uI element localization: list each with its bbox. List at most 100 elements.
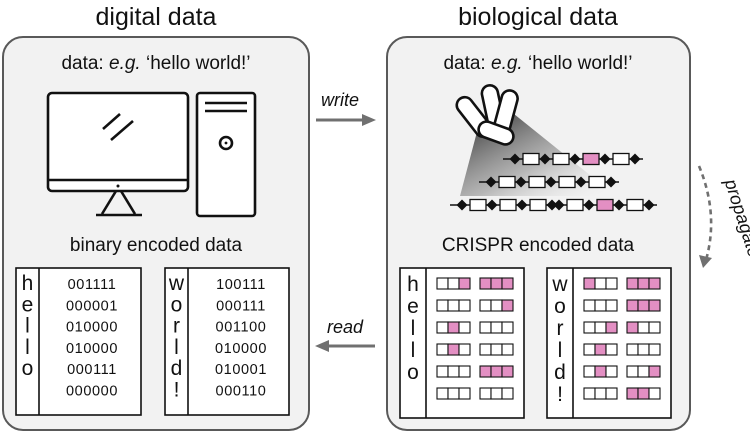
letter-cell: l xyxy=(25,336,30,359)
spacer-off xyxy=(594,321,607,334)
binary-tables-frames xyxy=(15,267,290,416)
letter-cell: o xyxy=(554,295,566,318)
spacer-off xyxy=(436,299,449,312)
biological-data-heading: biological data xyxy=(458,3,618,31)
letter-cell: r xyxy=(173,315,180,338)
spacer-off xyxy=(501,387,514,400)
spacer-off xyxy=(626,343,639,356)
spacer-on xyxy=(594,365,607,378)
letter-cell: l xyxy=(25,315,30,338)
spacer-off xyxy=(648,321,661,334)
spacer-off xyxy=(605,365,618,378)
spacer-white xyxy=(469,198,487,212)
read-label: read xyxy=(327,317,364,337)
repeat-diamond xyxy=(456,199,468,211)
spacer-on xyxy=(626,321,639,334)
spacer-off xyxy=(479,321,492,334)
spacer-on xyxy=(637,277,650,290)
spacer-on xyxy=(501,365,514,378)
spacer-off xyxy=(605,277,618,290)
spacer-off xyxy=(605,387,618,400)
binary-encoded-label: binary encoded data xyxy=(70,235,243,256)
letter-cell: o xyxy=(171,293,183,316)
binary-tables: hello00111100000101000001000000011100000… xyxy=(22,268,267,415)
repeat-diamond xyxy=(553,199,565,211)
spacer-off xyxy=(458,365,471,378)
spacer-white xyxy=(522,152,540,166)
spacer-off xyxy=(605,343,618,356)
spacer-off xyxy=(447,277,460,290)
spacer-on xyxy=(583,277,596,290)
spacer-on xyxy=(490,365,503,378)
letter-cell: o xyxy=(407,361,419,384)
repeat-diamond xyxy=(599,153,611,165)
spacer-on xyxy=(626,387,639,400)
letter-cell: h xyxy=(22,272,34,295)
crispr-bit-row xyxy=(436,387,514,400)
crispr-array-icon xyxy=(450,152,657,212)
binary-code-cell: 010000 xyxy=(215,341,267,357)
spacer-off xyxy=(458,299,471,312)
letter-cell: l xyxy=(411,339,416,362)
spacer-on xyxy=(648,277,661,290)
repeat-diamond xyxy=(569,153,581,165)
binary-code-cell: 000111 xyxy=(216,298,266,314)
spacer-on xyxy=(605,321,618,334)
spacer-white xyxy=(566,198,584,212)
biological-data-example: data: e.g. ‘hello world!’ xyxy=(443,53,632,74)
repeat-diamond xyxy=(643,199,655,211)
spacer-off xyxy=(583,299,596,312)
binary-code-cell: 001111 xyxy=(68,277,117,293)
spacer-off xyxy=(648,343,661,356)
crispr-bit-row xyxy=(583,387,661,400)
letter-cell: ! xyxy=(174,379,180,402)
spacer-off xyxy=(490,321,503,334)
spacer-off xyxy=(447,299,460,312)
letter-cell: w xyxy=(168,272,185,295)
letter-cell: w xyxy=(551,273,568,296)
spacer-white xyxy=(588,175,606,189)
spacer-white xyxy=(626,198,644,212)
spacer-off xyxy=(458,343,471,356)
crispr-bit-row xyxy=(583,299,661,312)
spacer-off xyxy=(436,387,449,400)
spacer-off xyxy=(479,343,492,356)
spacer-off xyxy=(583,343,596,356)
spacer-white xyxy=(528,175,546,189)
spacer-off xyxy=(436,321,449,334)
repeat-diamond xyxy=(629,153,641,165)
spacer-on xyxy=(501,277,514,290)
binary-code-cell: 010001 xyxy=(215,362,267,378)
spacer-off xyxy=(594,299,607,312)
crispr-bit-row xyxy=(436,299,514,312)
letter-cell: ! xyxy=(557,383,563,406)
binary-code-cell: 010000 xyxy=(66,341,118,357)
crispr-bit-row xyxy=(436,277,514,290)
biological-data-panel: biological data data: e.g. ‘hello world!… xyxy=(386,3,691,431)
repeat-diamond xyxy=(516,199,528,211)
letter-cell: r xyxy=(557,317,564,340)
letter-cell: l xyxy=(558,339,563,362)
spacer-on xyxy=(637,387,650,400)
crispr-bit-row xyxy=(436,321,514,334)
spacer-white xyxy=(612,152,630,166)
spacer-white xyxy=(499,198,517,212)
spacer-off xyxy=(637,365,650,378)
spacer-on xyxy=(626,299,639,312)
spacer-off xyxy=(501,321,514,334)
crispr-bit-row xyxy=(583,277,661,290)
spacer-off xyxy=(626,365,639,378)
spacer-off xyxy=(583,387,596,400)
spacer-off xyxy=(594,277,607,290)
spacer-off xyxy=(501,343,514,356)
repeat-diamond xyxy=(545,176,557,188)
spacer-on xyxy=(479,365,492,378)
letter-cell: d xyxy=(171,357,183,380)
letter-cell: e xyxy=(22,293,34,316)
letter-cell: h xyxy=(407,273,419,296)
digital-data-example: data: e.g. ‘hello world!’ xyxy=(61,53,250,74)
letter-cell: d xyxy=(554,361,566,384)
repeat-diamond xyxy=(485,176,497,188)
